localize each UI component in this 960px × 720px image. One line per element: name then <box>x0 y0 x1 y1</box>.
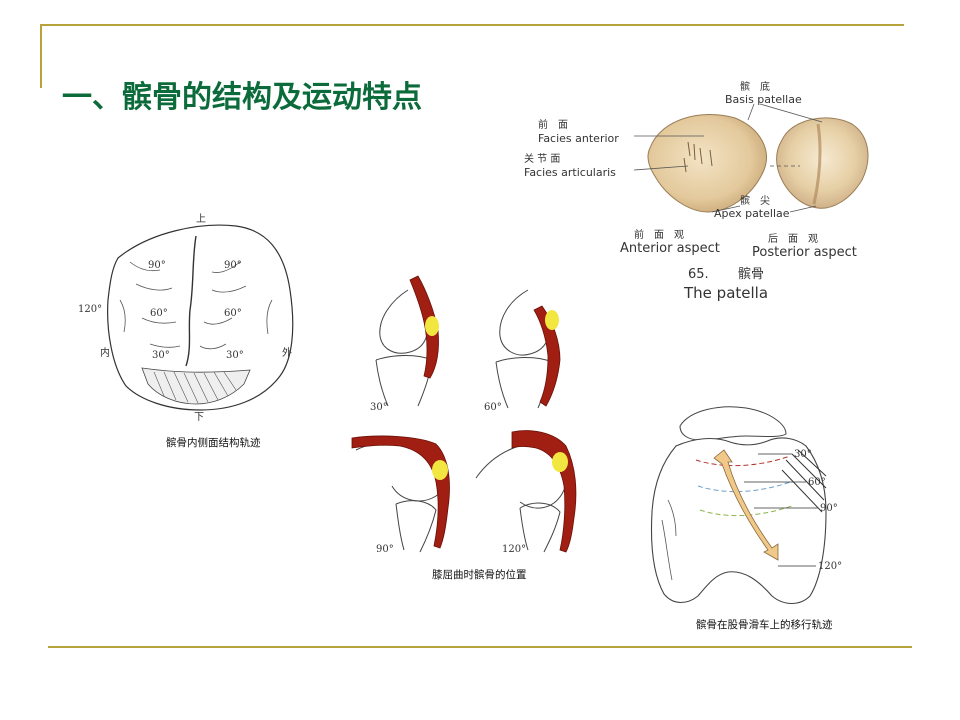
top-rule <box>40 24 904 26</box>
label-90-left: 90° <box>148 260 166 271</box>
patella-atlas-figure: 髌 底 Basis patellae 前 面 Facies anterior 关… <box>524 80 869 302</box>
label-outer: 外 <box>282 347 292 359</box>
leader-basis-b <box>759 103 823 123</box>
left-rule <box>40 24 42 88</box>
medial-track-figure: 上 下 内 外 120° 90° 90° 60° 60° 30° 30° 髌骨内… <box>78 213 294 449</box>
apex-hatching <box>141 367 251 405</box>
figure-caption-en: The patella <box>683 284 768 302</box>
figure-caption-zh: 髌骨 <box>738 266 764 282</box>
patella-anterior-ridges <box>683 141 713 173</box>
label-top: 上 <box>196 213 206 225</box>
label-trochlea-30: 30° <box>794 449 812 460</box>
patella-anterior-drawing <box>647 114 767 213</box>
patella-outline <box>107 224 294 411</box>
label-knee-120: 120° <box>502 544 526 555</box>
facet-strokes <box>119 261 273 350</box>
knee-flexion-caption: 膝屈曲时髌骨的位置 <box>432 568 527 581</box>
leader-apex-a <box>711 205 741 213</box>
label-60-right: 60° <box>224 308 242 319</box>
label-apex-en: Apex patellae <box>714 207 790 220</box>
figure-number: 65. <box>688 267 709 282</box>
knee-30-drawing: 30° <box>370 275 439 413</box>
label-anterior-face-en: Facies anterior <box>538 132 619 145</box>
leader-apex-b <box>789 205 817 213</box>
label-knee-30: 30° <box>370 402 388 413</box>
label-120: 120° <box>78 304 102 315</box>
leader-articular <box>633 165 689 171</box>
lateral-hatching <box>781 449 827 513</box>
patella-posterior-ridge <box>812 123 822 205</box>
femur-condyles-outline <box>650 437 827 605</box>
medial-track-caption: 髌骨内侧面结构轨迹 <box>166 436 261 449</box>
label-anterior-face-zh: 前 面 <box>538 118 568 131</box>
track-dash-60 <box>697 481 791 493</box>
knee-120-drawing: 120° <box>475 430 577 555</box>
medial-strokes <box>661 499 677 581</box>
label-trochlea-120: 120° <box>818 561 842 572</box>
slide-title: 一、髌骨的结构及运动特点 <box>62 80 422 115</box>
label-articular-face-en: Facies articularis <box>524 166 616 179</box>
label-30-left: 30° <box>152 350 170 361</box>
label-knee-60: 60° <box>484 402 502 413</box>
label-30-right: 30° <box>226 350 244 361</box>
label-90-right: 90° <box>224 260 242 271</box>
label-bottom: 下 <box>194 412 204 423</box>
label-articular-face-zh: 关 节 面 <box>524 152 560 165</box>
label-posterior-view-zh: 后 面 观 <box>768 233 818 245</box>
knee-60-drawing: 60° <box>484 289 561 413</box>
label-60-left: 60° <box>150 308 168 319</box>
trochlea-track-caption: 髌骨在股骨滑车上的移行轨迹 <box>696 618 833 631</box>
trochlea-track-figure: 30° 60° 90° 120° 髌骨在股骨滑车上的移行轨迹 <box>650 406 842 631</box>
apex-hatch-lines <box>153 371 237 404</box>
label-anterior-view-zh: 前 面 观 <box>634 228 684 241</box>
label-trochlea-90: 90° <box>820 503 838 514</box>
label-knee-90: 90° <box>376 544 394 555</box>
patella-posterior-drawing <box>776 117 869 209</box>
knee-flexion-figure: 30° 60° 90° 120° 膝屈曲时髌骨的位置 <box>351 275 577 581</box>
label-apex-zh: 髌 尖 <box>740 194 770 207</box>
label-trochlea-60: 60° <box>808 477 826 488</box>
leader-basis-a <box>747 103 755 121</box>
central-ridge <box>185 235 197 367</box>
track-dash-90 <box>699 505 793 517</box>
label-basis-en: Basis patellae <box>725 93 802 106</box>
label-posterior-view-en: Posterior aspect <box>752 245 857 260</box>
track-arrow <box>713 449 779 561</box>
label-inner: 内 <box>100 346 110 359</box>
patella-top-outline <box>679 406 787 441</box>
bottom-rule <box>48 646 912 648</box>
track-dash-30 <box>695 455 791 467</box>
label-anterior-view-en: Anterior aspect <box>620 241 720 256</box>
knee-90-drawing: 90° <box>351 435 450 555</box>
label-basis-zh: 髌 底 <box>740 80 770 93</box>
